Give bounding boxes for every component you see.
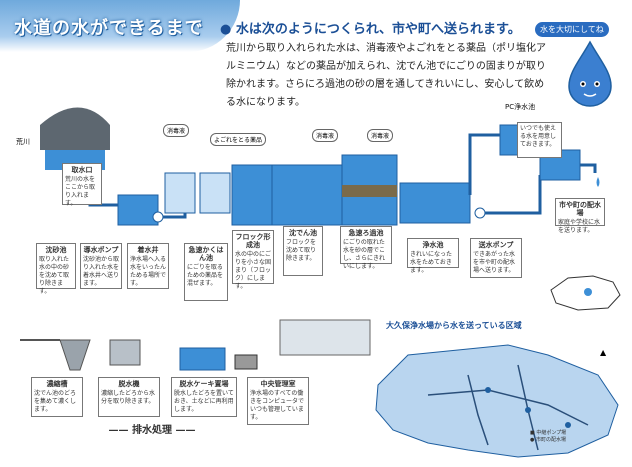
receiving-well-box-text: 浄水場へ入る水をいったんためる場所です。 (130, 256, 167, 287)
service-area-map: ▲ (375, 344, 619, 458)
control-room-icon (279, 319, 371, 356)
clear-well-box: 浄水池きれいになった水をためておきます。 (407, 238, 459, 274)
coagulant-label: よごれをとる薬品 (210, 133, 267, 146)
central-control-box-text: 浄水場のすべての働きをコンピュータでいつも管理しています。 (250, 390, 305, 421)
cake-storage-box-title: 脱水ケーキ置場 (179, 380, 229, 388)
sedimentation-box: 沈でん池フロックを沈めて取り除きます。 (283, 226, 323, 276)
legend-relay-pump: ■ 中継ポンプ場 (530, 430, 567, 436)
rapid-filter-box-title: 急速ろ過池 (348, 229, 384, 237)
subtitle-text: 水は次のようにつくられ、市や町へ送られます。 (235, 22, 521, 37)
treatment-process-diagram (40, 107, 600, 226)
sedimentation-box-title: 沈でん池 (289, 229, 317, 237)
pc-tank-box-text: いつでも使える水を用意しておきます。 (520, 125, 557, 148)
rapid-mix-box-title: 急速かくはん池 (188, 246, 224, 262)
send-pump-icon (474, 207, 486, 219)
send-pump-box-text: できあがった水を市や町の配水場へ送ります。 (473, 251, 516, 274)
cake-storage-box-text: 脱水したどろを置いておき、土などに再利用します。 (174, 390, 234, 413)
map-legend: ■ 中継ポンプ場 ● 市町の配水場 (530, 430, 566, 444)
page-title: 水道の水ができるまで (14, 18, 204, 39)
cake-storage-icon (179, 347, 226, 371)
rapid-mix-tank (199, 172, 231, 214)
floc-tank (231, 164, 273, 226)
intake-pump-icon (152, 211, 164, 223)
cake-storage-box: 脱水ケーキ置場脱水したどろを置いておき、土などに再利用します。 (171, 377, 237, 417)
dehydrator-icon (109, 339, 141, 366)
distribution-box: 市や町の配水場家庭や学校に水を送ります。 (555, 198, 605, 234)
map-title: 大久保浄水場から水を送っている区域 (386, 321, 522, 330)
subtitle: ● 水は次のようにつくられ、市や町へ送られます。 (220, 22, 521, 37)
faucet-icon (580, 163, 597, 173)
rapid-mix-box: 急速かくはん池にごりを取るための薬品を混ぜます。 (184, 243, 228, 301)
floc-box: フロック形成池水の中のにごりを小さな固まり（フロック）にします。 (232, 230, 274, 290)
intake-box-title: 取水口 (71, 166, 93, 174)
river-label: 荒川 (16, 138, 30, 146)
saitama-locator-map (550, 275, 621, 311)
intake-tunnel-icon (40, 107, 110, 150)
save-water-badge: 水を大切にしてね (535, 22, 609, 37)
intake-pump-box-title: 導水ポンプ (83, 246, 119, 254)
settling-box-text: 取り入れた水の中の砂を沈めて取り除きます。 (39, 256, 70, 295)
rapid-filter-box-text: にごりの取れた水を砂の層でこし、さらにきれいにします。 (343, 239, 386, 270)
central-control-box-title: 中央管理室 (260, 380, 296, 388)
clear-well-box-title: 浄水池 (422, 241, 444, 249)
drainage-footer-text: 排水処理 (132, 425, 172, 436)
dehydrator-box: 脱水機濃縮したどろから水分を取り除きます。 (98, 377, 160, 417)
service-area-shape (375, 344, 619, 458)
intake-box-text: 荒川の水をここから取り入れます。 (65, 176, 96, 207)
legend-relay-pump-label: 中継ポンプ場 (536, 430, 567, 436)
water-drop-mascot-icon (568, 40, 612, 107)
thickener-box: 濃縮槽沈でん池のどろを集めて濃くします。 (31, 377, 83, 417)
pc-tank-label: PC浄水池 (505, 103, 536, 111)
settling-basin (117, 194, 159, 226)
sedimentation-tank (271, 164, 343, 226)
intake-pump-box: 導水ポンプ沈砂池から取り入れた水を着水井へ送ります。 (80, 243, 122, 289)
send-pump-box-title: 送水ポンプ (478, 241, 514, 249)
truck-icon (234, 354, 258, 370)
clear-well-box-text: きれいになった水をためておきます。 (410, 251, 453, 274)
rapid-filter-box: 急速ろ過池にごりの取れた水を砂の層でこし、さらにきれいにします。 (340, 226, 392, 270)
intake-pump-box-text: 沈砂池から取り入れた水を着水井へ送ります。 (83, 256, 120, 287)
pc-tank-box: いつでも使える水を用意しておきます。 (517, 122, 562, 158)
floc-box-text: 水の中のにごりを小さな固まり（フロック）にします。 (235, 251, 272, 290)
thickener-box-title: 濃縮槽 (46, 380, 68, 388)
receiving-well-box: 着水井浄水場へ入る水をいったんためる場所です。 (127, 243, 169, 289)
thickener-tank-icon (59, 339, 91, 371)
drainage-diagram (20, 319, 371, 371)
title-band (0, 0, 240, 52)
distribution-box-title: 市や町の配水場 (559, 201, 601, 217)
legend-distribution-label: 市町の配水場 (535, 437, 566, 443)
dehydrator-box-text: 濃縮したどろから水分を取り除きます。 (101, 390, 156, 405)
thickener-box-text: 沈でん池のどろを集めて濃くします。 (34, 390, 77, 413)
central-control-box: 中央管理室浄水場のすべての働きをコンピュータでいつも管理しています。 (247, 377, 309, 425)
intake-box: 取水口荒川の水をここから取り入れます。 (62, 163, 102, 207)
clear-well-tank (399, 182, 471, 224)
settling-box: 沈砂池取り入れた水の中の砂を沈めて取り除きます。 (36, 243, 76, 295)
drainage-footer: —— 排水処理 —— (108, 425, 196, 436)
chlorine-label-2: 消毒液 (312, 129, 339, 142)
chlorine-label-1: 消毒液 (163, 124, 190, 137)
rapid-mix-box-text: にごりを取るための薬品を混ぜます。 (187, 264, 224, 287)
settling-box-title: 沈砂池 (45, 246, 67, 254)
send-pump-box: 送水ポンプできあがった水を市や町の配水場へ送ります。 (470, 238, 522, 278)
intro-paragraph: 荒川から取り入れられた水は、消毒液やよごれをとる薬品（ポリ塩化アルミニウム）など… (226, 43, 546, 108)
legend-distribution: ● 市町の配水場 (530, 437, 566, 443)
north-arrow-icon: ▲ (600, 348, 607, 357)
floc-box-title: フロック形成池 (235, 233, 271, 249)
receiving-well-box-title: 着水井 (137, 246, 159, 254)
receiving-well (164, 172, 196, 214)
sand-layer (342, 185, 397, 197)
sedimentation-box-text: フロックを沈めて取り除きます。 (286, 239, 317, 262)
chlorine-label-3: 消毒液 (367, 129, 394, 142)
dehydrator-box-title: 脱水機 (118, 380, 140, 388)
distribution-box-text: 家庭や学校に水を送ります。 (558, 219, 601, 234)
